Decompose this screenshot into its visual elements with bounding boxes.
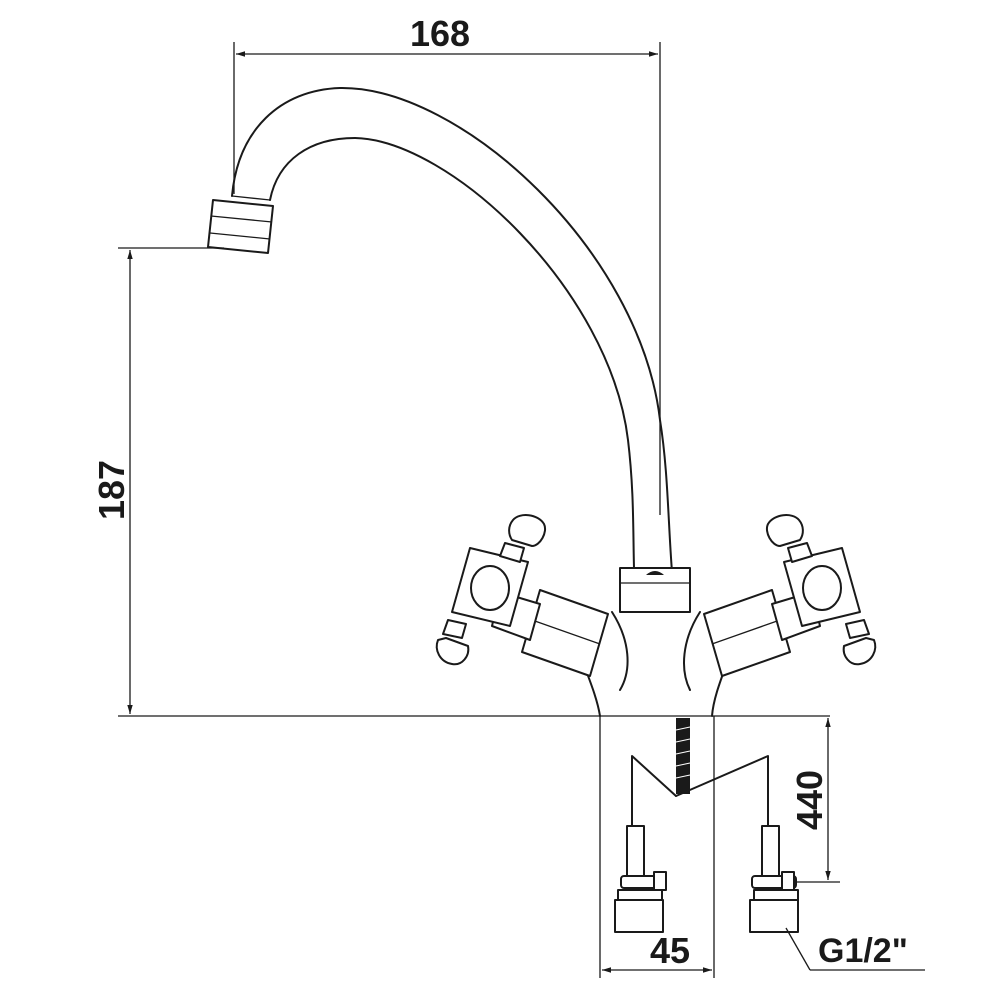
thread-size-label: G1/2" [818,932,908,970]
left-valve [435,514,609,677]
dimension-label-168: 168 [410,13,470,54]
left-hose-fitting [614,825,667,933]
threaded-stud [675,718,691,794]
aerator [207,199,274,254]
dimension-spout-height: 187 [91,247,830,717]
dimension-base-width: 45 [599,716,715,978]
spout [231,86,673,573]
dimension-hose-length: 440 [789,718,840,883]
thread-callout: G1/2" [785,927,925,971]
spout-collar [619,567,691,613]
right-hose-fitting [749,825,799,933]
flexible-hoses [631,755,769,827]
dimension-spout-reach: 168 [233,13,661,515]
dimension-label-187: 187 [91,460,132,520]
dimension-label-45: 45 [650,930,690,971]
dimension-label-440: 440 [789,770,830,830]
right-valve [703,514,877,677]
